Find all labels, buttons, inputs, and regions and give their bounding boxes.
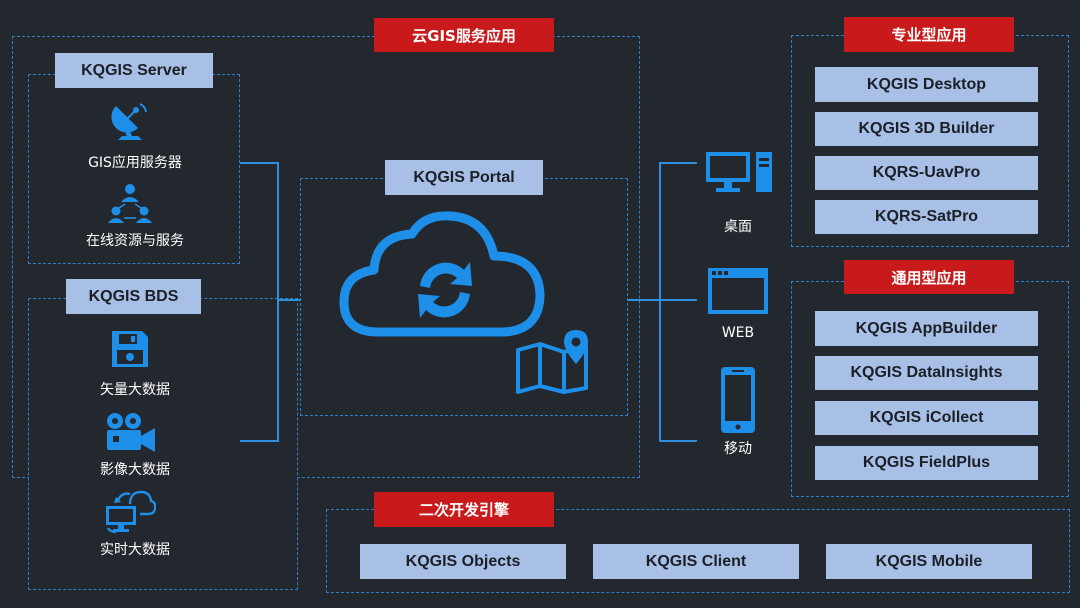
- satellite-dish-icon: [104, 100, 156, 144]
- cloud-sync-icon: [338, 210, 550, 340]
- bds-item-2: 影像大数据: [100, 462, 170, 478]
- general-item-1: KQGIS AppBuilder: [815, 311, 1038, 346]
- general-item-4: KQGIS FieldPlus: [815, 446, 1038, 480]
- client-desktop: 桌面: [724, 219, 752, 235]
- dev-engine-item-3: KQGIS Mobile: [826, 544, 1032, 579]
- bds-group: [28, 298, 298, 590]
- client-mobile: 移动: [724, 441, 752, 457]
- general-item-3: KQGIS iCollect: [815, 401, 1038, 435]
- portal-label: KQGIS Portal: [385, 160, 543, 195]
- general-item-2: KQGIS DataInsights: [815, 356, 1038, 390]
- dev-engine-section: [326, 509, 1070, 593]
- bds-item-3: 实时大数据: [100, 542, 170, 558]
- browser-window-icon: [705, 266, 771, 316]
- network-users-icon: [104, 180, 156, 226]
- mobile-phone-icon: [718, 365, 758, 435]
- disk-icon: [104, 328, 156, 372]
- bds-label: KQGIS BDS: [66, 279, 201, 314]
- desktop-pc-icon: [703, 150, 775, 196]
- server-label: KQGIS Server: [55, 53, 213, 88]
- realtime-sync-icon: [100, 488, 160, 534]
- server-item-2: 在线资源与服务: [86, 233, 184, 249]
- bds-item-1: 矢量大数据: [100, 382, 170, 398]
- dev-engine-item-1: KQGIS Objects: [360, 544, 566, 579]
- dev-engine-title: 二次开发引擎: [374, 492, 554, 527]
- professional-item-1: KQGIS Desktop: [815, 67, 1038, 102]
- dev-engine-item-2: KQGIS Client: [593, 544, 799, 579]
- cloud-gis-title: 云GIS服务应用: [374, 18, 554, 52]
- professional-title: 专业型应用: [844, 17, 1014, 52]
- professional-item-3: KQRS-UavPro: [815, 156, 1038, 190]
- professional-item-2: KQGIS 3D Builder: [815, 112, 1038, 146]
- cloud-gis-section: [12, 36, 640, 478]
- professional-item-4: KQRS-SatPro: [815, 200, 1038, 234]
- map-pin-icon: [514, 328, 598, 394]
- server-item-1: GIS应用服务器: [88, 155, 182, 171]
- general-title: 通用型应用: [844, 260, 1014, 294]
- video-camera-icon: [100, 412, 160, 456]
- client-web: WEB: [721, 325, 755, 341]
